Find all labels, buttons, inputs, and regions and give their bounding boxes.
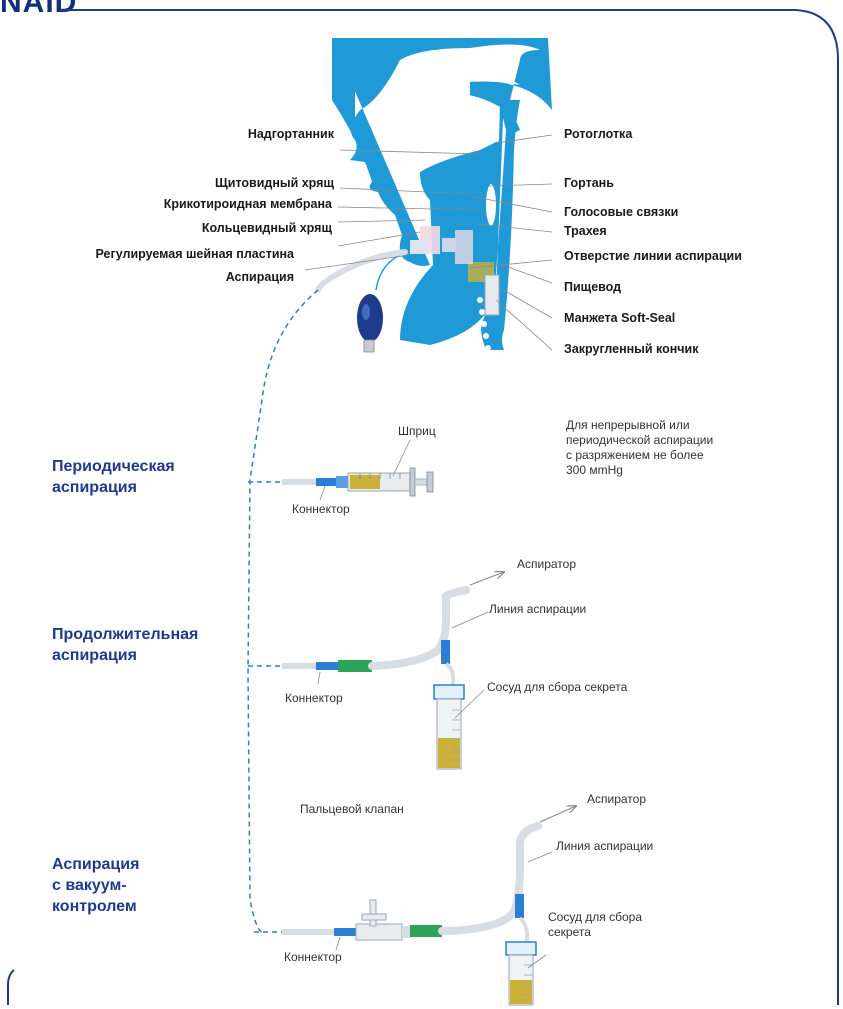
label-cricoid-cartilage: Кольцевидный хрящ [201,221,332,235]
section-continuous: Продолжительная аспирация [52,626,199,664]
label-epiglottis: Надгортанник [247,127,334,141]
frame-border [7,9,839,1005]
label-connector-periodic: Коннектор [292,502,350,516]
anatomy-leaders [304,134,553,351]
label-container-vacuum: Сосуд для сбора секрета [548,910,643,939]
label-rounded-tip: Закругленный кончик [564,342,699,356]
label-cricothyroid-membrane: Крикотироидная мембрана [163,197,332,211]
continuous-assembly [282,572,504,770]
label-syringe: Шприц [398,424,436,438]
label-larynx: Гортань [564,176,614,190]
label-aspiration: Аспирация [225,270,294,284]
label-suction-port: Отверстие линии аспирации [564,249,742,263]
note-text: Для непрерывной или периодической аспира… [566,418,714,477]
label-finger-valve: Пальцевой клапан [300,802,404,816]
label-cuff: Манжета Soft-Seal [564,311,676,325]
label-thyroid-cartilage: Щитовидный хрящ [215,176,334,190]
label-aspirator-continuous: Аспиратор [517,557,576,571]
label-esophagus: Пищевод [564,280,622,294]
periodic-assembly [282,439,434,501]
label-container-continuous: Сосуд для сбора секрета [487,680,628,694]
label-line-continuous: Линия аспирации [489,602,587,616]
vacuum-assembly [282,806,576,1006]
label-neck-plate: Регулируемая шейная пластина [95,247,294,261]
brand-logo: NAID [0,0,78,19]
label-connector-vacuum: Коннектор [284,950,342,964]
section-periodic: Периодическая аспирация [52,458,175,496]
dashed-trunk [247,289,319,933]
anatomy-head [315,38,552,353]
label-trachea: Трахея [564,224,607,238]
label-oropharynx: Ротоглотка [564,127,633,141]
label-vocal-cords: Голосовые связки [564,205,679,219]
section-vacuum: Аспирация с вакуум- контролем [52,856,140,915]
label-line-vacuum: Линия аспирации [556,839,654,853]
label-aspirator-vacuum: Аспиратор [587,792,646,806]
label-connector-continuous: Коннектор [285,691,343,705]
